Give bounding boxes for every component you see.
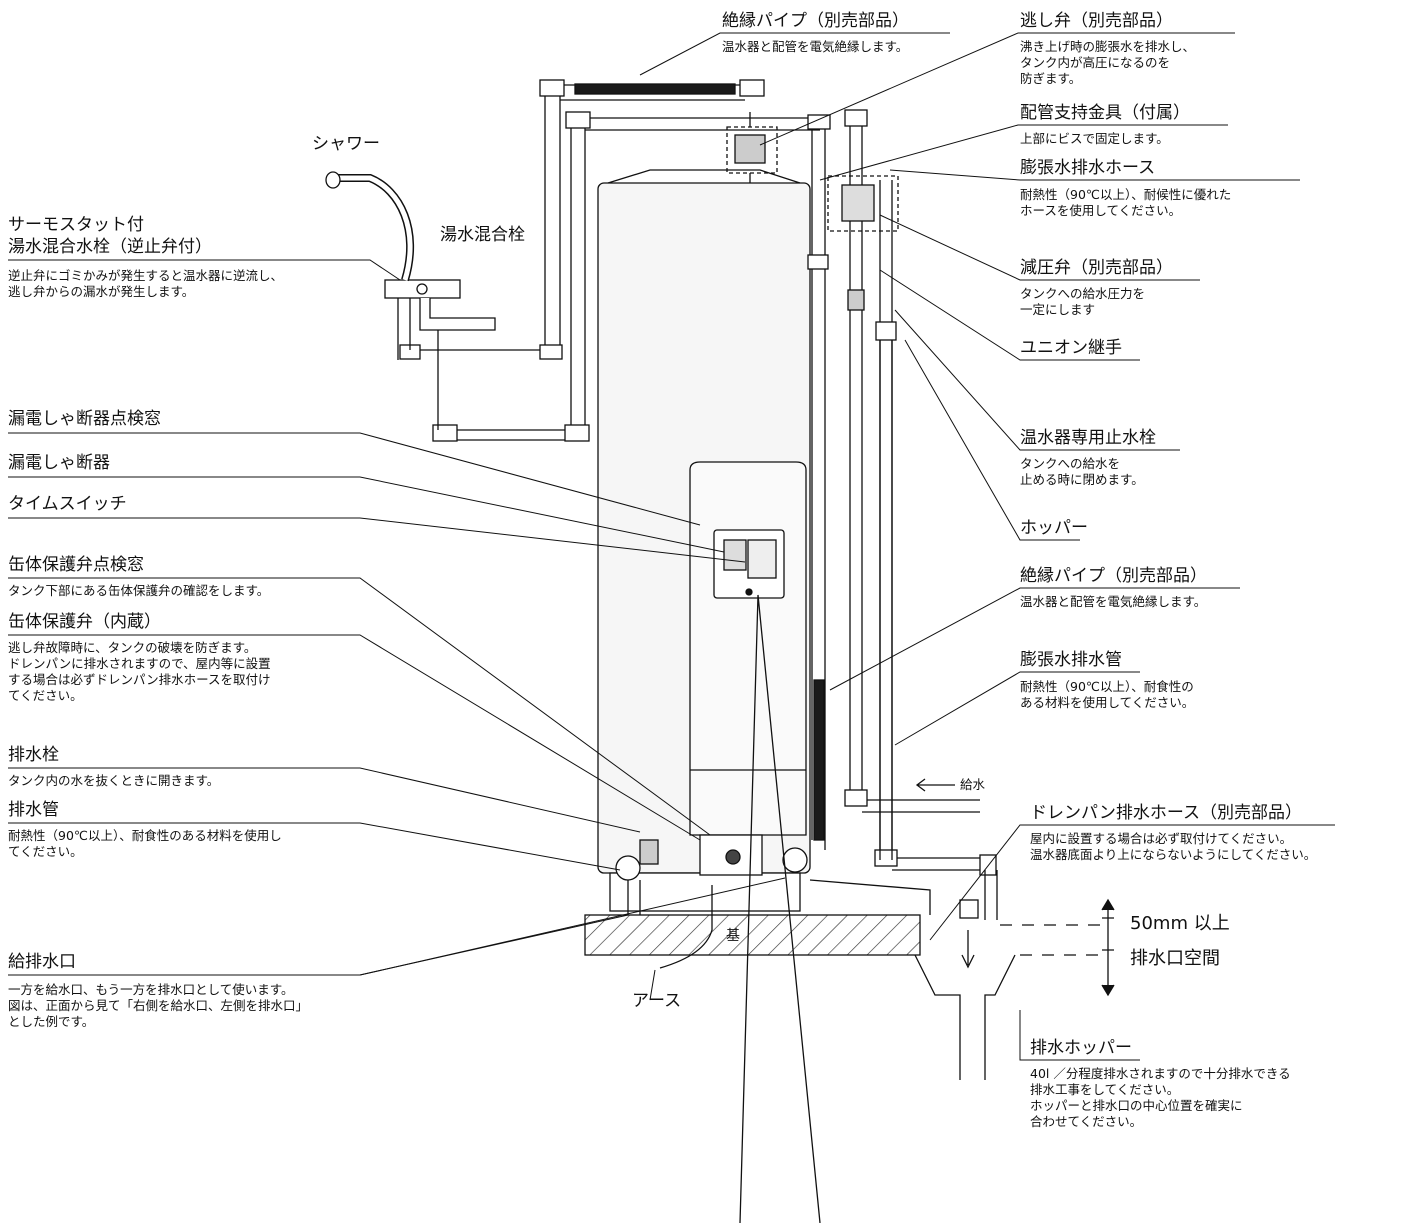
breaker-title: 漏電しゃ断器: [8, 453, 110, 473]
stop-valve: [847, 289, 865, 311]
hopper-title: ホッパー: [1020, 518, 1088, 538]
stop-valve-desc: タンクへの給水を 止める時に閉めます。: [1020, 456, 1144, 487]
expansion-pipe-desc: 耐熱性（90℃以上）、耐食性の ある材料を使用してください。: [1020, 679, 1195, 710]
reducing-valve-title: 減圧弁（別売部品）: [1020, 258, 1173, 278]
insulated-pipe-top-title: 絶縁パイプ（別売部品）: [722, 11, 909, 31]
shower-hose: [335, 174, 415, 282]
reducing-valve-desc: タンクへの給水圧力を 一定にします: [1020, 286, 1146, 317]
expansion-hose-desc: 耐熱性（90℃以上）、耐候性に優れた ホースを使用してください。: [1020, 187, 1232, 218]
gap-space-label: 排水口空間: [1130, 948, 1220, 969]
union-title: ユニオン継手: [1020, 338, 1122, 358]
hopper-pipe: [879, 322, 893, 860]
supply-port-right: [782, 847, 808, 873]
thermostat-faucet-desc: 逆止弁にゴミかみが発生すると温水器に逆流し、 逃し弁からの漏水が発生します。: [8, 268, 284, 299]
breaker-window-title: 漏電しゃ断器点検窓: [8, 409, 161, 429]
drain-port-left: [615, 855, 641, 881]
expansion-pipe-title: 膨張水排水管: [1020, 650, 1122, 670]
earth-label: アース: [632, 991, 682, 1011]
faucet-spout: [419, 298, 496, 331]
relief-valve: [734, 134, 766, 164]
protect-window-desc: タンク下部にある缶体保護弁の確認をします。: [8, 583, 270, 598]
time-switch-unit: [747, 539, 777, 579]
drain-hopper: [914, 954, 1016, 1080]
water-supply-label: 給水: [960, 777, 986, 792]
front-cover: [689, 461, 807, 836]
pipe-support-desc: 上部にビスで固定します。: [1020, 131, 1169, 146]
insulated-pipe-mid-desc: 温水器と配管を電気絶縁します。: [1020, 594, 1207, 609]
relief-valve-title: 逃し弁（別売部品）: [1020, 11, 1173, 31]
tank-foot: [609, 872, 801, 912]
mixing-faucet-label: 湯水混合栓: [440, 225, 525, 245]
chimney: [739, 594, 821, 1223]
drain-hopper-title: 排水ホッパー: [1030, 1038, 1132, 1058]
protect-valve-desc: 逃し弁故障時に、タンクの破壊を防ぎます。 ドレンパンに排水されますので、屋内等に…: [8, 640, 271, 703]
supply-drain-port-desc: 一方を給水口、もう一方を排水口として使います。 図は、正面から見て「右側を給水口…: [8, 982, 309, 1029]
drain-pan-hose-desc: 屋内に設置する場合は必ず取付けてください。 温水器底面より上にならないようにして…: [1030, 831, 1317, 862]
drain-cock: [639, 839, 659, 865]
drain-cock-desc: タンク内の水を抜くときに開きます。: [8, 773, 220, 788]
thermostat-faucet-title: サーモスタット付 湯水混合水栓（逆止弁付）: [8, 215, 212, 257]
breaker-unit: [723, 539, 747, 571]
shower-head: [325, 171, 341, 189]
expansion-hose-title: 膨張水排水ホース: [1020, 158, 1156, 178]
insulated-pipe-mid-title: 絶縁パイプ（別売部品）: [1020, 566, 1207, 586]
pipe-support-title: 配管支持金具（付属）: [1020, 103, 1190, 123]
shower-label: シャワー: [312, 134, 380, 154]
supply-drain-port-title: 給排水口: [8, 952, 76, 972]
hot-water-pipe: [399, 79, 830, 442]
reducing-valve: [841, 184, 875, 222]
tank-top-cap: [607, 169, 801, 184]
time-switch-title: タイムスイッチ: [8, 494, 127, 514]
thermostat-faucet-body: [384, 279, 461, 299]
stop-valve-title: 温水器専用止水栓: [1020, 428, 1156, 448]
relief-valve-desc: 沸き上げ時の膨張水を排水し、 タンク内が高圧になるのを 防ぎます。: [1020, 39, 1196, 86]
concrete-base: [584, 914, 921, 956]
drain-pan-hose-title: ドレンパン排水ホース（別売部品）: [1030, 803, 1302, 823]
insulated-pipe-mid: [813, 679, 825, 841]
insulated-pipe-top: [574, 83, 736, 95]
drain-hopper-desc: 40l ／分程度排水されますので十分排水できる 排水工事をしてください。 ホッパ…: [1030, 1066, 1291, 1129]
supply-piping: [807, 109, 998, 920]
gap-dimension: 50mm 以上: [1130, 913, 1230, 934]
protect-valve-title: 缶体保護弁（内蔵）: [8, 612, 161, 632]
insulated-pipe-top-desc: 温水器と配管を電気絶縁します。: [722, 39, 909, 54]
drain-pipe-desc: 耐熱性（90℃以上）、耐食性のある材料を使用し てください。: [8, 828, 282, 859]
drain-pipe-title: 排水管: [8, 800, 59, 820]
protect-window-title: 缶体保護弁点検窓: [8, 555, 144, 575]
drain-cock-title: 排水栓: [8, 745, 59, 765]
base-char: 基: [726, 928, 740, 944]
